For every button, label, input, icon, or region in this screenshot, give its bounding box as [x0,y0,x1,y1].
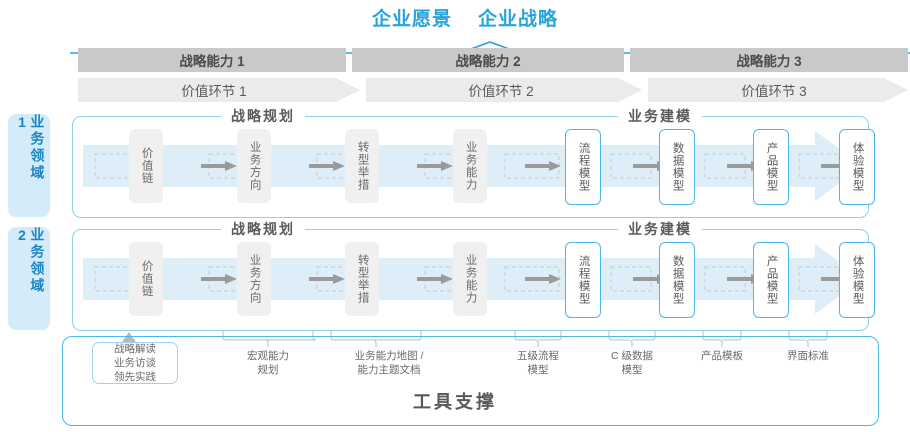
tool-highlight-line-1: 战略解读 [114,342,156,355]
capability-cell-1[interactable]: 战略能力 1 [78,48,346,72]
row-2-planning-title: 战略规划 [221,221,305,237]
value-cell-2[interactable]: 价值环节 2 [366,78,636,102]
node-business-direction-r2[interactable]: 业务方向 [237,242,271,316]
node-process-model-r2[interactable]: 流程模型 [565,242,601,318]
enterprise-vision-title: 企业愿景 [371,8,452,30]
tool-label-macro-capability: 宏观能力 规划 [247,350,289,377]
node-business-capability-r2[interactable]: 业务能力 [453,242,487,316]
node-label: 数据模型 [671,255,684,305]
node-label: 业务能力 [464,254,477,304]
node-experience-model-r2[interactable]: 体验模型 [839,242,875,318]
node-label: 价值链 [140,260,153,298]
node-process-model-r1[interactable]: 流程模型 [565,129,601,205]
tool-label-c-level-data: C 级数据 模型 [611,350,653,377]
tool-label-capability-map: 业务能力地图 / 能力主题文档 [354,350,424,377]
node-data-model-r2[interactable]: 数据模型 [659,242,695,318]
domain-row-2: 战略规划 业务建模 价值链 业务方向 转型举措 业务能力 流程模型 数据模型 产… [72,221,875,331]
node-label: 数据模型 [671,142,684,192]
node-business-direction-r1[interactable]: 业务方向 [237,129,271,203]
tool-label-five-level-process: 五级流程 模型 [517,350,559,377]
value-cell-1[interactable]: 价值环节 1 [78,78,350,102]
value-label-3: 价值环节 3 [741,84,807,99]
node-label: 转型举措 [356,141,369,191]
node-label: 业务能力 [464,141,477,191]
domain-row-1: 战略规划 业务建模 价值链 业务方向 转型举措 业务能力 流程模型 数据模型 产… [72,108,875,218]
header-titles: 企业愿景 企业战略 [330,4,600,30]
tool-support-frame [62,336,879,426]
tool-label-ui-standard: 界面标准 [787,350,829,362]
value-label-1: 价值环节 1 [181,84,247,99]
node-label: 业务方向 [248,141,261,191]
enterprise-strategy-title: 企业战略 [478,8,559,30]
node-label: 产品模型 [765,142,778,192]
node-label: 转型举措 [356,254,369,304]
node-value-chain-r1[interactable]: 价值链 [129,129,163,203]
capability-cell-2[interactable]: 战略能力 2 [352,48,624,72]
domain-1-label: 业务领域 1 [14,114,46,182]
value-chevron-shapes [78,78,908,102]
domain-2-label: 业务领域 2 [14,227,46,295]
sidebar-item-domain-2[interactable]: 业务领域 2 [8,227,50,330]
tool-support-title: 工具支撑 [413,392,497,412]
node-business-capability-r1[interactable]: 业务能力 [453,129,487,203]
capability-label-2: 战略能力 2 [455,54,521,69]
node-value-chain-r2[interactable]: 价值链 [129,242,163,316]
tool-highlight-line-3: 领先实践 [114,371,156,384]
value-label-2: 价值环节 2 [468,84,534,99]
node-transformation-measures-r1[interactable]: 转型举措 [345,129,379,203]
node-label: 流程模型 [577,255,590,305]
row-1-modeling-title: 业务建模 [618,108,702,124]
row-2-modeling-title: 业务建模 [618,221,702,237]
capability-label-1: 战略能力 1 [179,54,245,69]
tool-highlight-line-2: 业务访谈 [114,356,156,369]
node-label: 体验模型 [851,255,864,305]
value-cell-3[interactable]: 价值环节 3 [648,78,900,102]
tool-highlight-box[interactable]: 战略解读 业务访谈 领先实践 [92,342,178,384]
node-product-model-r2[interactable]: 产品模型 [753,242,789,318]
node-label: 产品模型 [765,255,778,305]
node-transformation-measures-r2[interactable]: 转型举措 [345,242,379,316]
sidebar-item-domain-1[interactable]: 业务领域 1 [8,114,50,217]
strategic-capability-bar: 战略能力 1 战略能力 2 战略能力 3 [78,48,908,72]
tool-label-product-template: 产品模板 [701,350,743,362]
node-label: 体验模型 [851,142,864,192]
node-experience-model-r1[interactable]: 体验模型 [839,129,875,205]
capability-cell-3[interactable]: 战略能力 3 [630,48,908,72]
node-label: 业务方向 [248,254,261,304]
value-link-bar: 价值环节 1 价值环节 2 价值环节 3 [78,78,908,102]
capability-label-3: 战略能力 3 [736,54,802,69]
row-1-planning-title: 战略规划 [221,108,305,124]
node-product-model-r1[interactable]: 产品模型 [753,129,789,205]
node-label: 价值链 [140,147,153,185]
node-data-model-r1[interactable]: 数据模型 [659,129,695,205]
node-label: 流程模型 [577,142,590,192]
